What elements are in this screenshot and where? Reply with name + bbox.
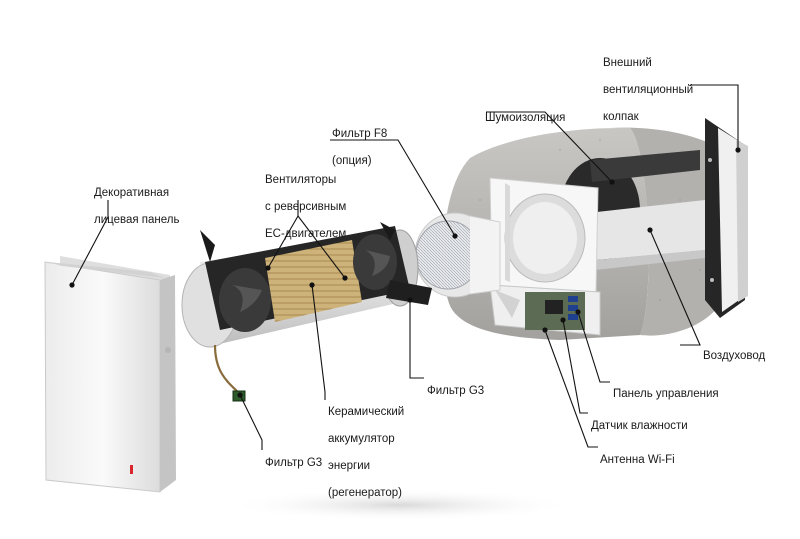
label-outer-hood: Внешний вентиляционный колпак — [603, 43, 693, 138]
label-filter-g3-left-text: Фильтр G3 — [265, 456, 323, 469]
label-fans-line2: с реверсивным — [265, 200, 347, 213]
leader-humidity-sensor — [562, 319, 588, 414]
leader-control-panel — [577, 311, 610, 383]
label-ceramic: Керамический аккумулятор энергии (регене… — [328, 392, 404, 514]
fan-cassette — [181, 222, 432, 402]
leader-air-duct — [649, 229, 701, 346]
label-fans: Вентиляторы с реверсивным ЕС-двигателем — [265, 160, 346, 255]
label-filter-g3-right: Фильтр G3 — [427, 371, 484, 412]
label-ceramic-line3: энергии — [328, 459, 371, 472]
leader-fans-2 — [297, 215, 346, 279]
floor-shadow — [225, 489, 575, 521]
front-panel — [44, 256, 176, 493]
label-ceramic-line2: аккумулятор — [328, 432, 395, 445]
label-filter-f8-line1: Фильтр F8 — [332, 127, 388, 140]
control-board — [489, 284, 601, 336]
label-fans-line1: Вентиляторы — [265, 173, 337, 186]
label-noise-insulation: Шумоизоляция — [485, 98, 565, 139]
leader-noise-insulation — [486, 111, 613, 183]
label-control-panel: Панель управления — [613, 374, 719, 415]
leader-wifi-antenna — [544, 329, 598, 448]
label-front-panel-line2: лицевая панель — [94, 213, 180, 226]
label-outer-hood-line2: вентиляционный — [603, 83, 694, 96]
mounting-frame — [489, 177, 599, 293]
label-wifi-antenna-text: Антенна Wi-Fi — [600, 453, 675, 466]
label-front-panel-line1: Декоративная — [94, 186, 170, 199]
label-air-duct: Воздуховод — [703, 336, 765, 377]
label-noise-insulation-text: Шумоизоляция — [485, 111, 566, 124]
label-filter-g3-left: Фильтр G3 — [265, 443, 322, 484]
leader-lines — [71, 84, 739, 450]
label-wifi-antenna: Антенна Wi-Fi — [600, 440, 675, 481]
leader-filter-g3-right — [409, 300, 424, 379]
label-fans-line3: ЕС-двигателем — [265, 227, 347, 240]
label-front-panel: Декоративная лицевая панель — [94, 173, 179, 241]
leader-filter-g3-left — [239, 394, 263, 450]
status-led-icon — [130, 465, 133, 474]
leader-outer-hood — [690, 84, 739, 150]
leader-dots — [69, 147, 741, 398]
leader-filter-f8 — [330, 139, 456, 237]
label-filter-f8: Фильтр F8 (опция) — [332, 114, 387, 182]
label-outer-hood-line1: Внешний — [603, 56, 652, 69]
leader-ceramic — [311, 284, 326, 400]
label-filter-f8-line2: (опция) — [332, 154, 372, 167]
leader-front-panel — [71, 200, 109, 286]
label-air-duct-text: Воздуховод — [703, 349, 766, 362]
label-humidity-sensor-text: Датчик влажности — [591, 419, 688, 432]
label-filter-g3-right-text: Фильтр G3 — [427, 384, 485, 397]
label-ceramic-line1: Керамический — [328, 405, 405, 418]
filter-f8-grille — [414, 212, 501, 298]
label-control-panel-text: Панель управления — [613, 387, 719, 400]
outer-hood — [705, 118, 748, 318]
label-ceramic-line4: (регенератор) — [328, 486, 403, 499]
label-outer-hood-line3: колпак — [603, 110, 639, 123]
label-humidity-sensor: Датчик влажности — [591, 406, 688, 447]
